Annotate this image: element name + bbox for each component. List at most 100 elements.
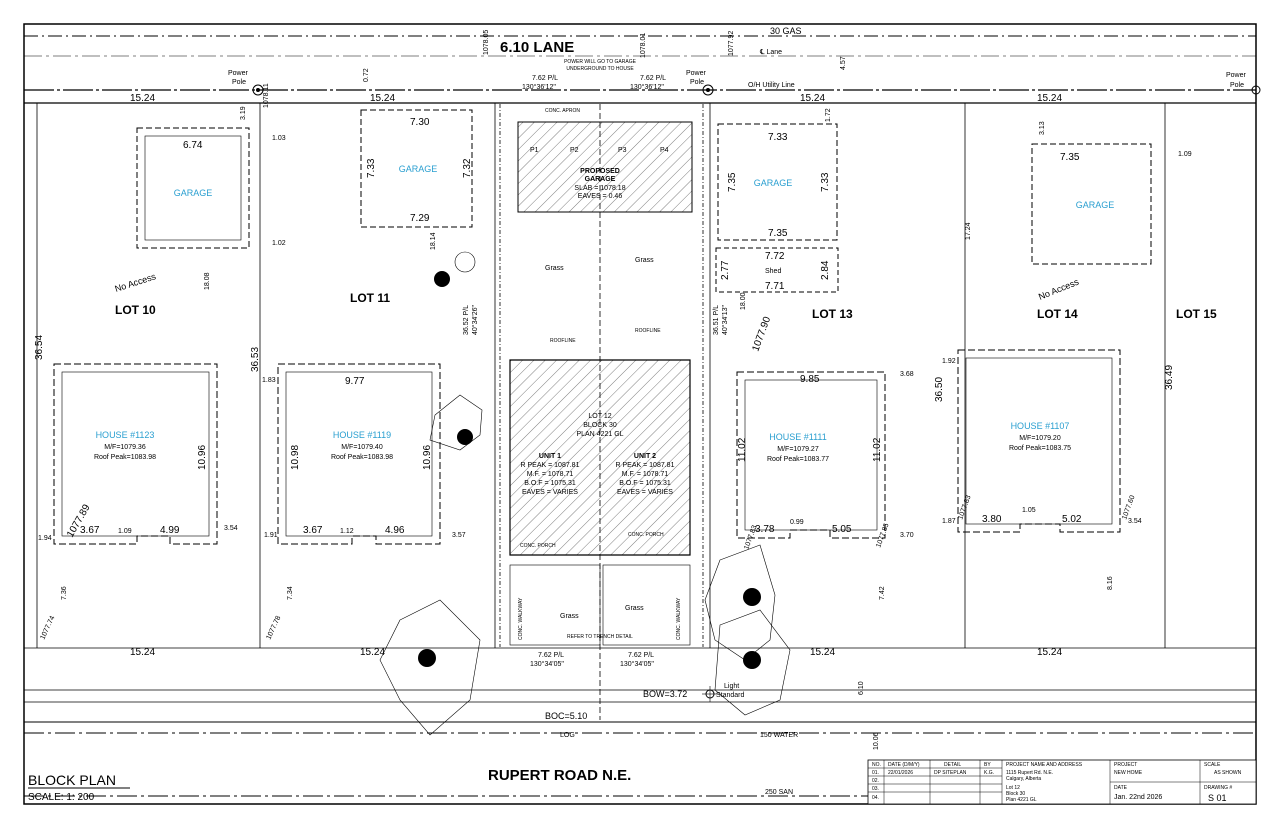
garage-dim: 3.13 [1039,121,1046,135]
svg-text:PROJECT: PROJECT [1114,762,1137,768]
bearing: 130°36'12" [522,83,556,91]
house-mf: M/F=1079.20 [1019,435,1061,442]
san-label: 250 SAN [765,789,793,796]
house-label: HOUSE #1107 [1011,421,1070,431]
house-dim: 10.96 [197,445,208,470]
dim-label: 3.54 [224,525,238,532]
lot-depth-dim: 36.54 [34,335,45,360]
dim-label: 1.87 [942,518,956,525]
svg-text:PROJECT NAME AND ADDRESS: PROJECT NAME AND ADDRESS [1006,762,1083,768]
pl-dim: 7.62 P/L [532,75,558,82]
house-dim: 4.99 [160,525,180,536]
front-yard-unit1 [509,564,601,646]
house-dim: 3.80 [982,514,1002,525]
garage-lot11 [360,109,473,228]
dim-label: 0.72 [363,68,370,82]
svg-text:NO.: NO. [872,762,881,768]
parking-stalls: P1 P2 P3 P4 [530,147,669,154]
frontage-dim: 15.24 [130,93,155,104]
garage-dim: 7.35 [727,172,738,192]
light-standard-icon [702,686,718,702]
house-1123 [53,363,218,545]
garage-dim: 3.19 [240,106,247,120]
house-dim: 3.67 [80,525,100,536]
garage-lot13 [717,123,838,241]
svg-text:01.: 01. [872,770,879,776]
garage-dim: 1.02 [272,240,286,247]
svg-text:DRAWING #: DRAWING # [1204,785,1232,791]
house-dim: 1.05 [1022,507,1036,514]
dim-label: 1.83 [262,377,276,384]
svg-text:1115 Rupert Rd. N.E.: 1115 Rupert Rd. N.E. [1006,770,1053,776]
house-dim: 11.02 [872,437,883,462]
svg-text:EAVES = VARIES: EAVES = VARIES [522,489,578,496]
block-plan-scale: SCALE: 1: 200 [28,792,95,803]
elev-label: 1077.74 [39,615,56,641]
svg-text:04.: 04. [872,795,879,801]
dim-label: 7.42 [879,586,886,600]
tree-icon [429,394,483,451]
power-pole-icon [252,84,264,96]
svg-text:DETAIL: DETAIL [944,762,961,768]
side-bearing: 40°34'13" [721,305,729,335]
svg-text:B.O.F = 1075.31: B.O.F = 1075.31 [619,480,671,487]
house-roof: Roof Peak=1083.98 [94,454,156,461]
roofline-label: ROOFLINE [635,328,661,334]
house-dim: 1.12 [340,528,354,535]
house-label: HOUSE #1111 [769,432,827,442]
frontage-dim: 15.24 [810,647,835,658]
svg-text:22/01/2026: 22/01/2026 [888,770,913,776]
tree-icon [379,599,481,736]
svg-text:DATE: DATE [1114,785,1128,791]
light-label: Light [724,683,739,690]
power-pole-label: Power [228,70,249,77]
svg-text:EAVES = VARIES: EAVES = VARIES [617,489,673,496]
elev-label: 1078.11 [263,83,270,108]
svg-text:UNIT 1: UNIT 1 [539,453,561,460]
dim-label: 1.72 [825,108,832,122]
lane-title: 6.10 LANE [500,39,574,56]
house-label: HOUSE #1119 [333,430,391,440]
lot-depth-dim: 36.50 [934,377,945,402]
water-label: 150 WATER [760,732,798,739]
lot-depth-dim: 36.49 [1164,365,1175,390]
svg-text:R PEAK = 1087.81: R PEAK = 1087.81 [616,462,675,469]
garage-label: GARAGE [399,164,438,174]
house-roof: Roof Peak=1083.98 [331,454,393,461]
bearing: 130°34'05" [620,660,654,668]
bearing: 130°36'12" [630,83,664,91]
road-dim: 10.06 [873,732,880,750]
dim-label: 3.70 [900,532,914,539]
svg-text:UNIT 2: UNIT 2 [634,453,656,460]
porch-label: CONC. PORCH [520,543,556,549]
dim-label: 8.16 [1107,576,1114,590]
house-mf: M/F=1079.36 [104,444,146,451]
proposed-garage [517,121,693,213]
road-title: RUPERT ROAD N.E. [488,767,631,784]
light-label: Standard [716,692,745,699]
svg-text:NEW HOME: NEW HOME [1114,770,1143,776]
tree-icon [704,544,776,661]
svg-text:Lot 12: Lot 12 [1006,785,1020,791]
pl-dim: 7.62 P/L [538,652,564,659]
garage-dim: 7.33 [366,158,377,178]
svg-text:S 01: S 01 [1208,793,1227,803]
dim-label: 17.24 [965,222,972,240]
log-label: LOG [560,732,575,739]
no-access-label: No Access [1037,276,1081,301]
garage-dim: 7.30 [410,117,430,128]
drawing-border [23,23,1257,805]
garage-label: GARAGE [1076,200,1115,210]
svg-text:Jan. 22nd 2026: Jan. 22nd 2026 [1114,794,1162,801]
elev-label: 1077.78 [265,615,282,641]
dim-label: 1.94 [38,535,52,542]
power-pole-icon [1251,85,1261,95]
elev-label: 1077.83 [743,524,758,550]
power-pole-label: Power [1226,72,1247,79]
dim-label: 18.00 [740,292,747,310]
block-plan-title: BLOCK PLAN [28,772,116,788]
dim-label: 3.57 [452,532,466,539]
svg-text:P3: P3 [618,147,627,154]
lot-depth-dim: 36.53 [250,347,261,372]
